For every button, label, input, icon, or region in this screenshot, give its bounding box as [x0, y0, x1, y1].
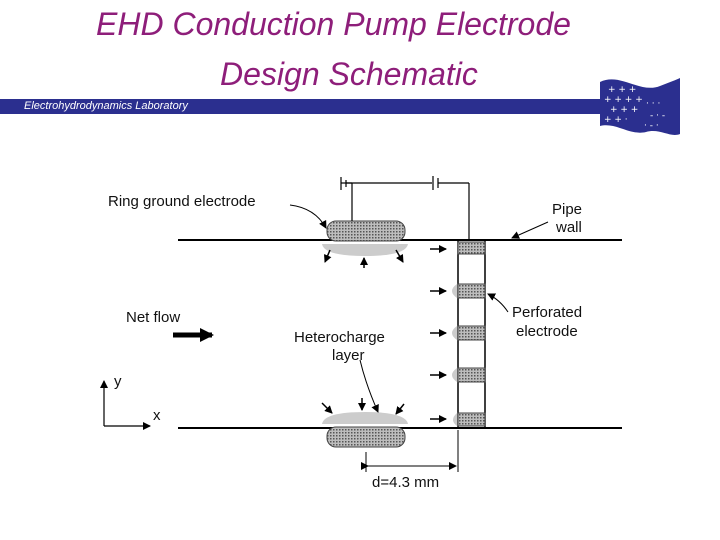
svg-text:+ + ·: + + ·	[604, 115, 628, 125]
label-distance: d=4.3 mm	[372, 474, 439, 491]
dimension-d	[361, 430, 459, 472]
svg-text:+ + +: + + +	[608, 85, 636, 95]
label-axis-y: y	[114, 373, 122, 390]
label-axis-x: x	[153, 407, 161, 424]
field-arrows-perforated	[430, 245, 447, 423]
lab-banner: Electrohydrodynamics Laboratory	[0, 99, 600, 114]
label-layer: layer	[332, 347, 365, 364]
field-arrows-top	[324, 249, 404, 268]
lab-name: Electrohydrodynamics Laboratory	[24, 100, 188, 112]
coordinate-axes	[100, 380, 151, 430]
svg-text:· - ·: · - ·	[644, 121, 659, 131]
slide-title-line2: Design Schematic	[220, 56, 478, 92]
ring-electrode-bottom	[322, 412, 408, 448]
ring-electrode-top	[322, 220, 408, 256]
label-net-flow: Net flow	[126, 309, 180, 326]
slide-title-line1: EHD Conduction Pump Electrode	[96, 6, 571, 42]
svg-text:+ + + +: + + + +	[604, 95, 643, 105]
label-electrode: electrode	[516, 323, 578, 340]
label-wall: wall	[555, 219, 582, 236]
svg-text:+ + +: + + +	[610, 105, 638, 115]
label-ring-ground-electrode: Ring ground electrode	[108, 193, 256, 210]
field-arrows-bottom	[321, 398, 405, 415]
label-heterocharge: Heterocharge	[294, 329, 385, 346]
label-pipe: Pipe	[552, 201, 582, 218]
ehd-lab-logo: + + + + + + + + + + + + · · · · - · - · …	[600, 78, 680, 135]
label-perforated: Perforated	[512, 304, 582, 321]
svg-text:- · -: - · -	[650, 111, 665, 121]
power-circuit	[340, 176, 470, 240]
leader-arrows	[289, 204, 549, 413]
svg-text:· · ·: · · ·	[646, 99, 660, 109]
perforated-electrode	[452, 240, 486, 428]
